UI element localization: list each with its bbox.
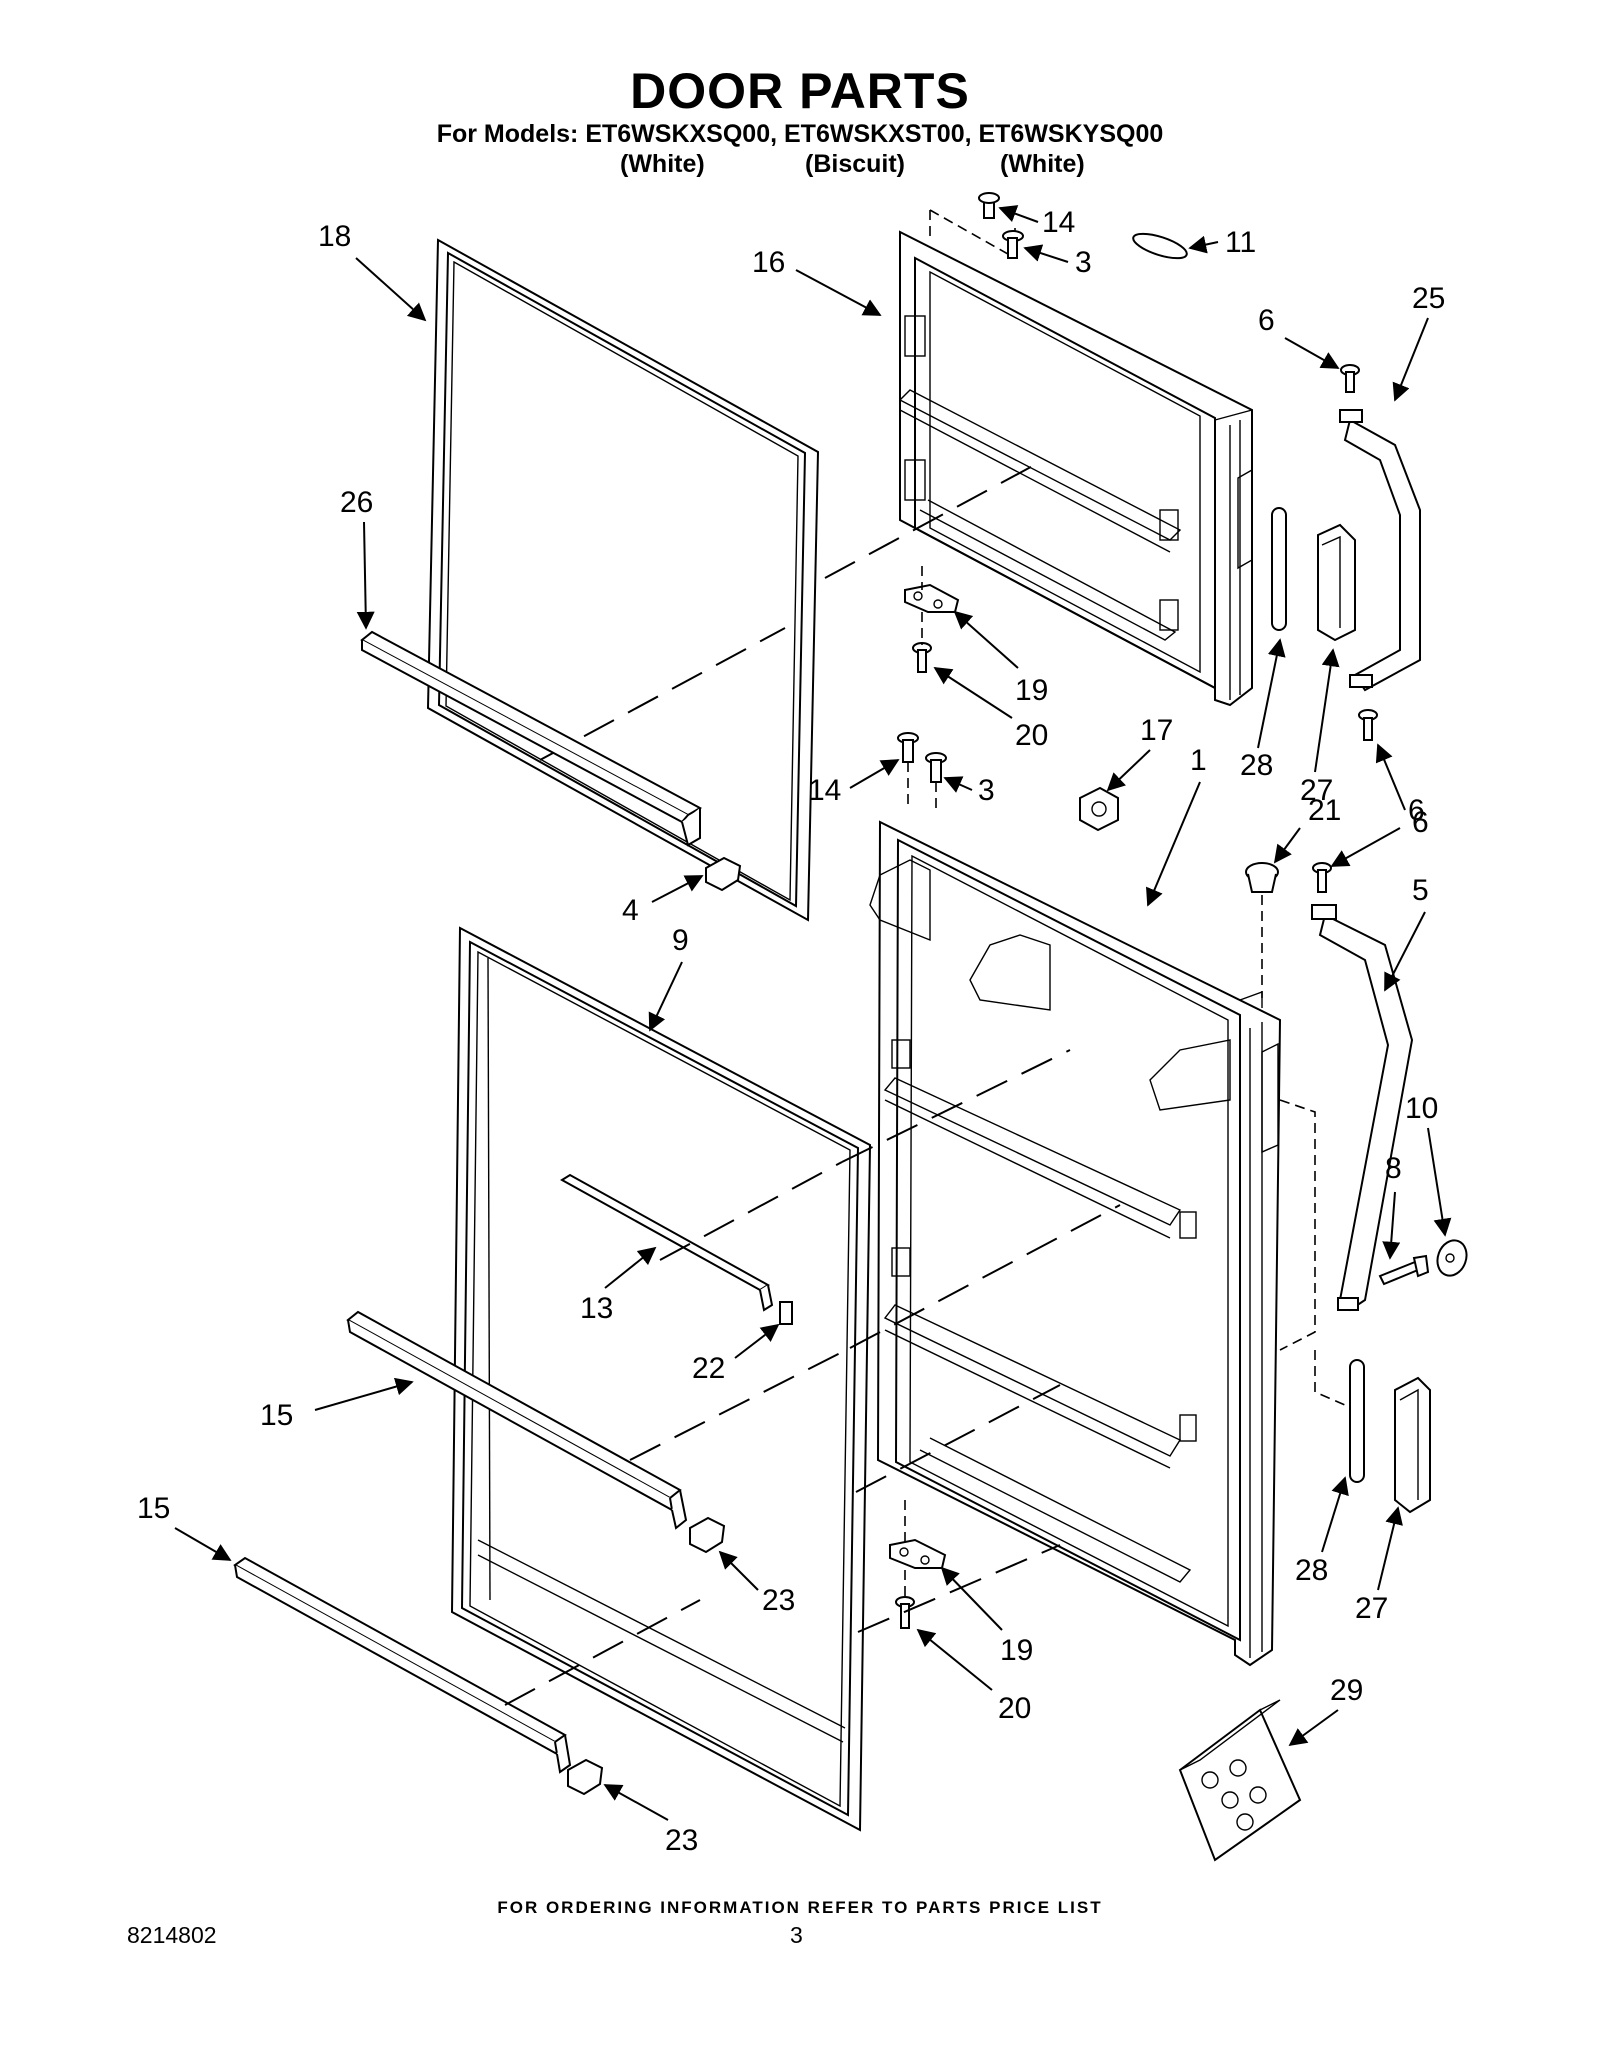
callout-28-freezer: 28 xyxy=(1240,749,1273,782)
parts-bag-29 xyxy=(1178,1699,1302,1862)
callout-15-upper: 15 xyxy=(260,1399,293,1432)
fresh-food-door-panel xyxy=(869,820,1282,1667)
screw-8 xyxy=(1378,1254,1430,1286)
callout-5: 5 xyxy=(1412,874,1429,907)
document-number: 8214802 xyxy=(127,1922,217,1948)
handle-gasket-28-freezer xyxy=(1271,507,1287,631)
callout-16: 16 xyxy=(752,246,785,279)
plug-10 xyxy=(1436,1239,1468,1277)
callout-9: 9 xyxy=(672,924,689,957)
callout-4: 4 xyxy=(622,894,639,927)
callout-19-fresh: 19 xyxy=(1000,1634,1033,1667)
screw-20-fresh xyxy=(895,1596,915,1629)
callout-6-freezer-bottom: 6 xyxy=(1412,806,1429,839)
callout-17: 17 xyxy=(1140,714,1173,747)
model-color-2: (Biscuit) xyxy=(805,150,905,178)
callout-26: 26 xyxy=(340,486,373,519)
fresh-food-door-gasket xyxy=(450,926,872,1832)
door-stop-17 xyxy=(1079,786,1119,832)
models-line: For Models: ET6WSKXSQ00, ET6WSKXST00, ET… xyxy=(436,120,1164,148)
trim-26 xyxy=(360,630,703,847)
clip-22 xyxy=(779,1301,793,1325)
ordering-note: FOR ORDERING INFORMATION REFER TO PARTS … xyxy=(497,1898,1103,1917)
freezer-handle-25 xyxy=(1339,409,1421,692)
fresh-food-handle-5 xyxy=(1311,904,1414,1312)
callout-11: 11 xyxy=(1225,226,1256,259)
hinge-19-fresh xyxy=(889,1538,947,1569)
callout-27-fresh: 27 xyxy=(1355,1592,1388,1625)
callout-13: 13 xyxy=(580,1292,613,1325)
model-color-3: (White) xyxy=(1000,150,1085,178)
callout-6-fresh: 6 xyxy=(1408,794,1425,827)
callout-22: 22 xyxy=(692,1352,725,1385)
model-color-1: (White) xyxy=(620,150,705,178)
callout-15-lower: 15 xyxy=(137,1492,170,1525)
screw-3-mid xyxy=(925,752,947,783)
callout-10: 10 xyxy=(1405,1092,1438,1125)
end-cap-23-upper xyxy=(689,1516,726,1554)
screw-6-fresh xyxy=(1312,862,1332,893)
trim-13 xyxy=(560,1173,774,1312)
page-number: 3 xyxy=(790,1922,803,1948)
callout-21: 21 xyxy=(1308,794,1341,827)
plug-21 xyxy=(1245,862,1279,893)
callout-27-freezer: 27 xyxy=(1300,774,1333,807)
callout-6-top: 6 xyxy=(1258,304,1275,337)
callout-1: 1 xyxy=(1190,744,1207,777)
callout-20-freezer: 20 xyxy=(1015,719,1048,752)
handle-gasket-28-fresh xyxy=(1349,1359,1365,1483)
callout-8: 8 xyxy=(1385,1152,1402,1185)
handle-insert-27-fresh xyxy=(1394,1376,1431,1514)
screw-6-freezer-bottom xyxy=(1358,709,1378,741)
callout-20-fresh: 20 xyxy=(998,1692,1031,1725)
callout-23-lower: 23 xyxy=(665,1824,698,1857)
trim-15-lower xyxy=(233,1556,572,1774)
callout-18: 18 xyxy=(318,220,351,253)
callout-29: 29 xyxy=(1330,1674,1363,1707)
callout-28-fresh: 28 xyxy=(1295,1554,1328,1587)
plug-14-mid xyxy=(897,732,919,763)
plug-14-top xyxy=(978,192,1000,219)
plug-button-11 xyxy=(1132,232,1188,260)
trim-15-upper xyxy=(346,1310,688,1530)
page-title: DOOR PARTS xyxy=(630,63,970,119)
callout-3-mid: 3 xyxy=(978,774,995,807)
callout-3-top: 3 xyxy=(1075,246,1092,279)
screw-6-freezer-top xyxy=(1340,364,1360,393)
callout-14-mid: 14 xyxy=(808,774,841,807)
hinge-19-freezer xyxy=(904,583,960,613)
end-cap-23-lower xyxy=(567,1758,604,1796)
handle-insert-27-freezer xyxy=(1317,523,1356,642)
screw-3-top xyxy=(1002,230,1024,259)
trim-end-cap-4 xyxy=(705,856,742,892)
callout-14-top: 14 xyxy=(1042,206,1075,239)
freezer-door-gasket xyxy=(426,238,820,922)
callout-25: 25 xyxy=(1412,282,1445,315)
screw-20-freezer xyxy=(912,642,932,673)
callout-23-upper: 23 xyxy=(762,1584,795,1617)
freezer-door-panel xyxy=(898,209,1253,707)
callout-19-freezer: 19 xyxy=(1015,674,1048,707)
